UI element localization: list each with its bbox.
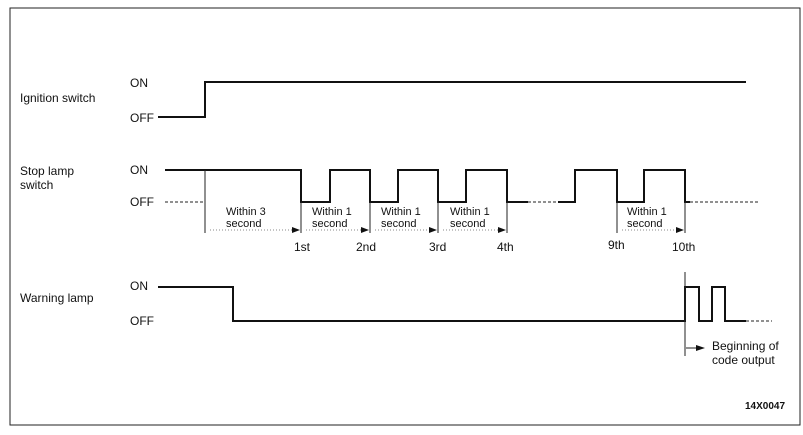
stop-lamp-waveform-2 [558, 169, 690, 203]
interval-label-2a: Within 1 [312, 206, 352, 218]
interval-label-5a: Within 1 [627, 206, 667, 218]
annotation-line-2: code output [712, 353, 775, 367]
interval-markers [204, 170, 686, 233]
stop-lamp-label-1: Stop lamp [20, 164, 74, 178]
interval-label-5b: second [627, 218, 662, 230]
warning-lamp-label: Warning lamp [20, 291, 94, 305]
press-2nd: 2nd [356, 240, 376, 254]
press-9th: 9th [608, 238, 625, 252]
warning-lamp-on-label: ON [130, 279, 148, 293]
interval-label-3b: second [381, 218, 416, 230]
code-output-arrowhead [696, 345, 705, 351]
ignition-off-label: OFF [130, 111, 154, 125]
figure-id: 14X0047 [745, 401, 785, 412]
ignition-on-label: ON [130, 76, 148, 90]
ignition-waveform [158, 81, 746, 118]
stop-lamp-off-label: OFF [130, 195, 154, 209]
stop-lamp-on-label: ON [130, 163, 148, 177]
press-3rd: 3rd [429, 240, 446, 254]
press-10th: 10th [672, 240, 695, 254]
interval-arrowheads [292, 227, 684, 233]
warning-lamp-off-label: OFF [130, 314, 154, 328]
interval-label-2b: second [312, 218, 347, 230]
stop-lamp-label-2: switch [20, 178, 53, 192]
interval-label-3a: Within 1 [381, 206, 421, 218]
interval-label-1b: second [226, 218, 261, 230]
ignition-label: Ignition switch [20, 91, 95, 105]
interval-label-1a: Within 3 [226, 206, 266, 218]
warning-lamp-waveform [158, 286, 746, 322]
interval-label-4a: Within 1 [450, 206, 490, 218]
press-1st: 1st [294, 240, 311, 254]
press-4th: 4th [497, 240, 514, 254]
interval-label-4b: second [450, 218, 485, 230]
annotation-line-1: Beginning of [712, 339, 779, 353]
stop-lamp-waveform-1 [165, 169, 528, 203]
frame-border [9, 7, 801, 426]
